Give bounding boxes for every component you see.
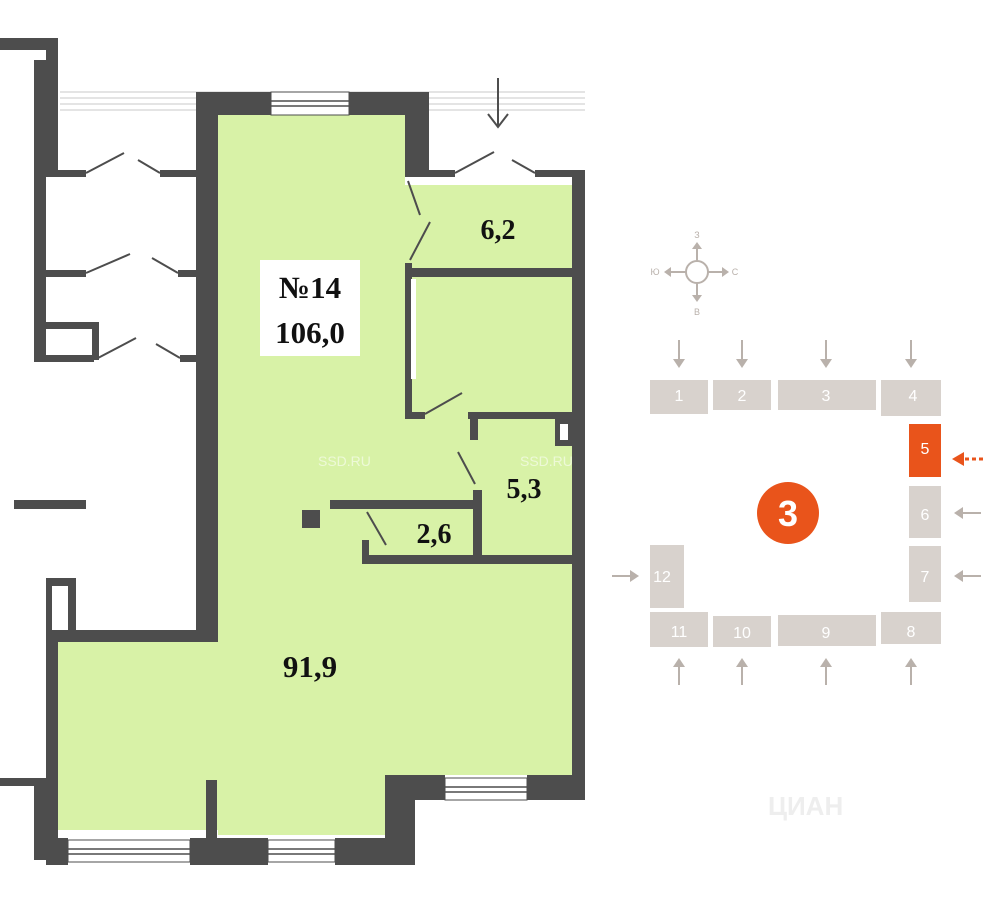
block-11 bbox=[650, 612, 708, 647]
block-7 bbox=[909, 546, 941, 602]
compass-icon bbox=[664, 242, 729, 302]
block-3 bbox=[778, 380, 876, 410]
compass-east: С bbox=[732, 267, 739, 277]
entrance-arrow bbox=[487, 78, 509, 129]
apartment-walls bbox=[46, 92, 585, 865]
block-5 bbox=[909, 424, 941, 477]
block-label-3: 3 bbox=[822, 388, 831, 405]
block-6 bbox=[909, 486, 941, 538]
room-area-vestibule: 6,2 bbox=[481, 215, 516, 246]
neighbour-doors bbox=[85, 152, 181, 359]
block-label-5: 5 bbox=[921, 441, 930, 458]
section-badge bbox=[757, 482, 819, 544]
watermark-ssd-1: SSD.RU bbox=[318, 453, 371, 469]
apartment-number: №14 bbox=[279, 270, 341, 305]
block-8 bbox=[881, 612, 941, 644]
wall-details bbox=[47, 279, 568, 630]
block-1 bbox=[650, 380, 708, 414]
block-labels: 1 2 3 4 5 6 7 8 9 10 11 12 bbox=[653, 388, 929, 642]
watermark-ssd-2: SSD.RU bbox=[520, 453, 573, 469]
compass-north: З bbox=[694, 230, 699, 240]
block-label-10: 10 bbox=[733, 625, 751, 642]
block-label-12: 12 bbox=[653, 569, 671, 586]
block-label-6: 6 bbox=[921, 507, 930, 524]
apartment-title-badge: №14 106,0 bbox=[260, 260, 360, 356]
site-plan: З В Ю С 1 2 3 4 5 6 7 8 9 bbox=[612, 230, 983, 821]
block-2 bbox=[713, 380, 771, 410]
block-4 bbox=[881, 380, 941, 416]
apartment-fill bbox=[58, 115, 572, 835]
doors bbox=[366, 151, 536, 546]
block-label-7: 7 bbox=[921, 569, 930, 586]
room-area-wc: 2,6 bbox=[417, 519, 452, 550]
compass-south: В bbox=[694, 307, 700, 317]
section-number: 3 bbox=[778, 493, 798, 534]
block-10 bbox=[713, 616, 771, 647]
neighbour-walls bbox=[0, 38, 210, 860]
block-label-4: 4 bbox=[909, 388, 918, 405]
windows bbox=[67, 91, 528, 863]
block-label-11: 11 bbox=[671, 624, 688, 641]
block-label-2: 2 bbox=[738, 388, 747, 405]
site-blocks bbox=[650, 380, 941, 647]
compass-west: Ю bbox=[650, 267, 659, 277]
block-label-8: 8 bbox=[907, 624, 916, 641]
room-area-main: 91,9 bbox=[283, 649, 337, 684]
block-label-1: 1 bbox=[675, 388, 684, 405]
block-label-9: 9 bbox=[822, 625, 831, 642]
block-12 bbox=[650, 545, 684, 608]
block-9 bbox=[778, 615, 876, 646]
highlight-arrow-icon bbox=[952, 452, 983, 466]
site-arrows bbox=[612, 340, 981, 685]
apartment-total-area: 106,0 bbox=[275, 315, 345, 350]
room-area-storage: 5,3 bbox=[507, 474, 542, 505]
watermark-cian: ЦИАН bbox=[768, 791, 843, 821]
